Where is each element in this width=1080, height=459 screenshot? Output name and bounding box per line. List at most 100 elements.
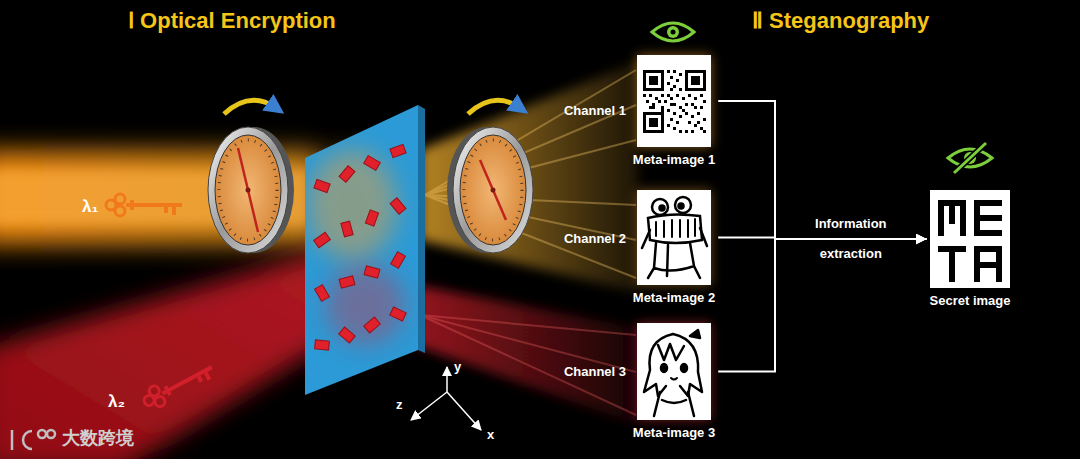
image-caption: Meta-image 1 [633,152,715,168]
nanobrick [390,144,406,157]
polarizer-dial [238,148,248,190]
coordinate-axes [411,392,447,420]
secret-meta-letters [974,200,1002,206]
nanobrick [365,210,378,226]
cartoon-creature [660,206,665,211]
nanobrick [390,307,406,321]
nanobrick [391,252,406,269]
visible-eye-icon [667,26,679,38]
red-output-beam [420,315,636,335]
edge-label: Information extraction [803,209,898,269]
polarizer-dial [447,127,533,253]
image-glow [637,190,711,285]
secret-meta-letters [949,246,955,282]
qr-code [649,76,700,127]
image-frame [637,190,711,285]
key-icon [161,365,212,395]
nanobrick [339,166,355,183]
red-output-beam [415,285,638,425]
key-icon [140,357,217,412]
visible-eye-icon [652,23,694,41]
coordinate-axes [446,367,448,392]
hidden-eye-icon [954,143,986,173]
channel-label: Channel 3 [540,365,626,380]
red-output-beam [420,315,636,372]
secret-meta-letters [949,200,955,224]
qr-code [643,70,706,133]
cartoon-creature [675,197,691,213]
wavelength-label: λ₁ [82,197,99,217]
nanobrick [314,144,407,350]
polarizer-dial [464,140,522,240]
visible-eye-icon [671,30,676,35]
nanobrick [315,285,330,302]
channel-label: Channel 1 [540,104,626,119]
secret-meta-letters [978,230,1002,236]
rotation-arrow [224,100,520,114]
metasurface [305,105,425,395]
nanobrick [390,198,406,215]
hidden-eye-icon [948,143,992,173]
secret-meta-letters [938,200,1002,282]
cartoon-creature [679,204,684,209]
yellow-output-beam [420,62,638,292]
image-glow [637,55,711,420]
image-frame-slot [637,55,711,147]
nanobrick [315,340,330,350]
key-icon [106,200,116,210]
watermark-logo [47,430,55,438]
metasurface [305,105,418,395]
polarizer-dial [208,127,294,253]
polarizer-dial [453,127,533,253]
polarizer-dial [491,188,496,193]
coordinate-axes [411,367,481,430]
key-icon [106,194,125,216]
key-icon [172,207,176,215]
channel-label: Channel 2 [540,232,626,247]
watermark-logo [12,430,55,450]
secret-image-panel: Secret image [927,190,1014,309]
key-icon [164,385,172,396]
image-caption: Secret image [930,293,1011,309]
watermark: 大数跨境 [62,428,134,449]
cartoon-creature [652,199,668,215]
red-beam [0,250,340,459]
red-beam [0,250,340,459]
nanobrick [339,327,356,343]
metasurface [325,265,405,345]
cartoon-creature [648,243,700,278]
cartoon-girl [681,364,687,372]
qr-code [643,70,706,133]
meta-image-panel: Meta-image 1 [630,55,718,168]
polarizer-dial [460,135,526,245]
watermark-logo [23,431,32,449]
key-icon [204,372,211,381]
nanobrick [314,232,331,247]
image-frame-slot [637,190,711,285]
nanobrick [364,156,381,171]
nanobrick [364,317,381,333]
qr-code [646,73,703,130]
key-icon [140,384,167,412]
key-icon [106,194,182,216]
cartoon-girl [661,364,667,372]
rotation-arrow [224,100,276,114]
key-icon [126,203,182,207]
meta-image-panel: Meta-image 2 [630,190,718,306]
image-caption: Meta-image 3 [633,425,715,441]
polarizer-dial [219,140,277,240]
image-glow [637,55,711,147]
image-glow [637,323,711,420]
secret-meta-letters [996,246,1002,282]
secret-meta-letters [980,262,996,268]
cartoon-girl [690,330,700,338]
polarizer-dial [246,188,251,193]
metasurface [307,150,397,260]
cartoon-girl [644,334,702,396]
yellow-output-beam [420,62,638,292]
cartoon-girl [644,330,702,416]
red-output-beam [415,285,638,425]
polarizer-dial [215,135,281,245]
